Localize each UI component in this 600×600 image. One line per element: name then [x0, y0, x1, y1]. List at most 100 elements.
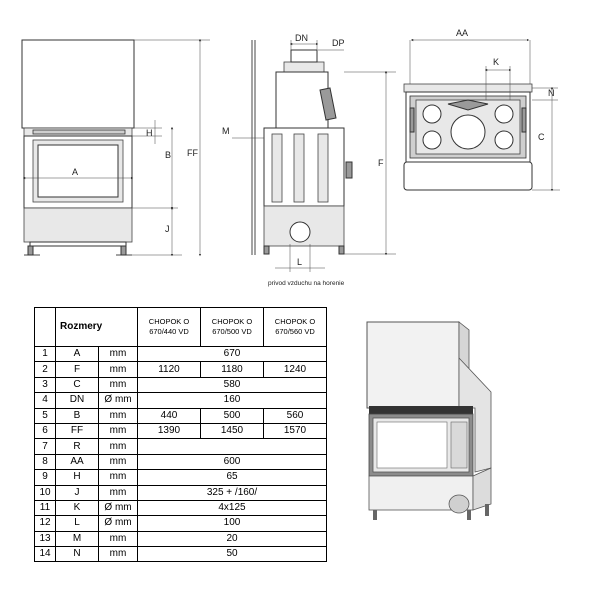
row-value: 20 — [137, 530, 327, 548]
row-value: 160 — [137, 392, 327, 409]
row-value: 1120 — [137, 361, 201, 378]
row-value: 670 — [137, 345, 327, 363]
row-value: 100 — [137, 515, 327, 532]
row-index: 14 — [34, 546, 56, 563]
row-unit: mm — [98, 484, 138, 501]
row-value: 1450 — [200, 422, 264, 440]
table-title: Rozmery — [55, 307, 138, 347]
technical-drawings: A H B J FF — [21, 28, 560, 287]
label-dp: DP — [332, 38, 345, 48]
row-symbol: R — [55, 438, 99, 455]
row-index: 13 — [34, 530, 56, 548]
row-symbol: AA — [55, 453, 99, 471]
row-symbol: FF — [55, 422, 99, 440]
fireplace-product-image — [366, 321, 492, 520]
row-value: 1240 — [263, 361, 327, 378]
row-symbol: L — [55, 515, 99, 532]
row-index: 9 — [34, 469, 56, 486]
row-unit: mm — [98, 407, 138, 424]
row-unit: mm — [98, 546, 138, 563]
header-index-cell — [34, 307, 56, 347]
row-value: 500 — [200, 407, 264, 424]
row-value: 1180 — [200, 361, 264, 378]
label-l: L — [297, 257, 302, 267]
row-symbol: K — [55, 499, 99, 517]
top-view: AA K N C — [403, 28, 560, 192]
row-index: 8 — [34, 453, 56, 471]
row-unit: mm — [98, 453, 138, 471]
row-index: 4 — [34, 392, 56, 409]
row-unit: mm — [98, 438, 138, 455]
row-unit: mm — [98, 361, 138, 378]
row-index: 2 — [34, 361, 56, 378]
row-value: 580 — [137, 376, 327, 394]
row-unit: mm — [98, 422, 138, 440]
label-j: J — [165, 224, 170, 234]
row-value: 50 — [137, 546, 327, 563]
row-symbol: F — [55, 361, 99, 378]
row-value — [137, 438, 327, 455]
label-aa: AA — [456, 28, 468, 38]
row-index: 12 — [34, 515, 56, 532]
label-dn: DN — [295, 33, 308, 43]
row-symbol: A — [55, 345, 99, 363]
row-symbol: H — [55, 469, 99, 486]
row-value: 65 — [137, 469, 327, 486]
row-unit: Ø mm — [98, 499, 138, 517]
row-symbol: J — [55, 484, 99, 501]
row-value: 440 — [137, 407, 201, 424]
row-symbol: M — [55, 530, 99, 548]
row-index: 10 — [34, 484, 56, 501]
label-c: C — [538, 132, 545, 142]
label-n: N — [548, 88, 555, 98]
model-header: CHOPOK O 670/500 VD — [200, 307, 264, 347]
label-b: B — [165, 150, 171, 160]
row-value: 600 — [137, 453, 327, 471]
model-header: CHOPOK O 670/440 VD — [137, 307, 201, 347]
row-value: 1390 — [137, 422, 201, 440]
row-symbol: B — [55, 407, 99, 424]
label-m: M — [222, 126, 230, 136]
row-unit: mm — [98, 530, 138, 548]
row-unit: mm — [98, 376, 138, 394]
row-unit: Ø mm — [98, 515, 138, 532]
row-unit: Ø mm — [98, 392, 138, 409]
side-view: DN DP M F L privod vzduchu na horenie — [222, 33, 396, 287]
label-ff: FF — [187, 148, 198, 158]
row-index: 1 — [34, 345, 56, 363]
row-index: 7 — [34, 438, 56, 455]
label-f: F — [378, 158, 384, 168]
model-header: CHOPOK O 670/560 VD — [263, 307, 327, 347]
label-k: K — [493, 57, 499, 67]
row-index: 11 — [34, 499, 56, 517]
row-index: 3 — [34, 376, 56, 394]
label-h: H — [146, 128, 153, 138]
row-symbol: DN — [55, 392, 99, 409]
row-index: 5 — [34, 407, 56, 424]
caption-air-supply: privod vzduchu na horenie — [268, 280, 345, 287]
row-value: 4x125 — [137, 499, 327, 517]
row-unit: mm — [98, 469, 138, 486]
row-symbol: C — [55, 376, 99, 394]
row-value: 560 — [263, 407, 327, 424]
row-unit: mm — [98, 345, 138, 363]
row-value: 325 + /160/ — [137, 484, 327, 501]
row-index: 6 — [34, 422, 56, 440]
row-symbol: N — [55, 546, 99, 563]
